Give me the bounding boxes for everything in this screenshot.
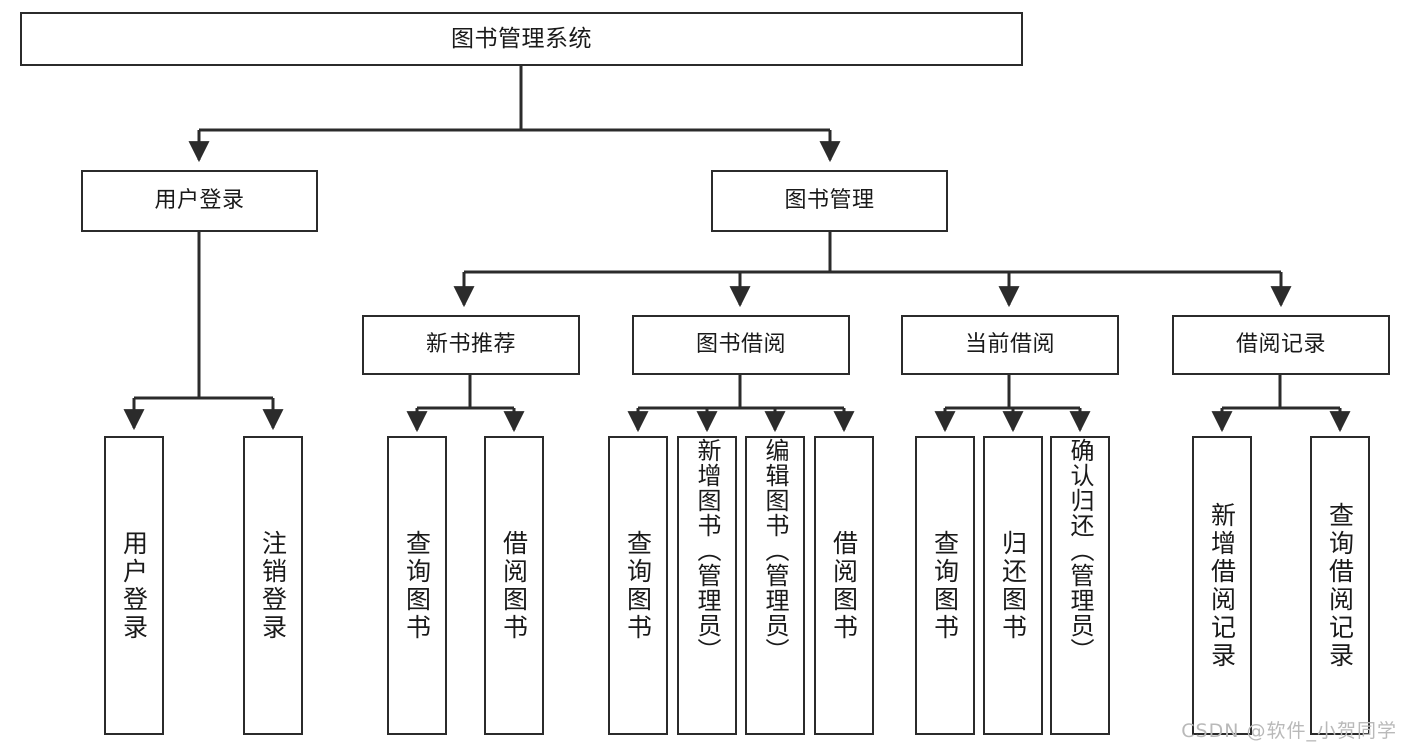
leaf-new-book-query-label: 查询图书 [402,529,432,642]
leaf-book-borrow-query[interactable]: 查询图书 [608,436,668,735]
leaf-current-borrow-return[interactable]: 归还图书 [983,436,1043,735]
node-borrow-record[interactable]: 借阅记录 [1172,315,1390,375]
watermark: CSDN @软件_小贺同学 [1181,720,1397,742]
leaf-user-login-logout[interactable]: 注销登录 [243,436,303,735]
node-book-borrow-label: 图书借阅 [695,332,786,358]
leaf-user-login-login-label: 用户登录 [119,529,149,642]
node-borrow-record-label: 借阅记录 [1235,332,1326,358]
leaf-book-borrow-add[interactable]: 新增图书（管理员） [677,436,737,735]
node-current-borrow[interactable]: 当前借阅 [901,315,1119,375]
leaf-book-borrow-borrow-label: 借阅图书 [829,529,859,642]
leaf-borrow-record-query[interactable]: 查询借阅记录 [1310,436,1370,735]
leaf-user-login-login[interactable]: 用户登录 [104,436,164,735]
node-new-book-recommend-label: 新书推荐 [425,332,516,358]
node-book-borrow[interactable]: 图书借阅 [632,315,850,375]
leaf-current-borrow-confirm-return-label: 确认归还（管理员） [1066,438,1094,663]
leaf-borrow-record-query-label: 查询借阅记录 [1325,501,1355,670]
leaf-book-borrow-add-label: 新增图书（管理员） [693,438,721,663]
node-user-login[interactable]: 用户登录 [81,170,318,232]
leaf-borrow-record-add-label: 新增借阅记录 [1207,501,1237,670]
leaf-current-borrow-confirm-return[interactable]: 确认归还（管理员） [1050,436,1110,735]
node-new-book-recommend[interactable]: 新书推荐 [362,315,580,375]
leaf-book-borrow-borrow[interactable]: 借阅图书 [814,436,874,735]
leaf-current-borrow-query-label: 查询图书 [930,529,960,642]
node-root[interactable]: 图书管理系统 [20,12,1023,66]
node-book-management-label: 图书管理 [784,188,875,214]
node-book-management[interactable]: 图书管理 [711,170,948,232]
leaf-current-borrow-return-label: 归还图书 [998,529,1028,642]
leaf-current-borrow-query[interactable]: 查询图书 [915,436,975,735]
node-user-login-label: 用户登录 [154,188,245,214]
leaf-new-book-borrow[interactable]: 借阅图书 [484,436,544,735]
leaf-book-borrow-edit-label: 编辑图书（管理员） [761,438,789,663]
leaf-new-book-borrow-label: 借阅图书 [499,529,529,642]
leaf-book-borrow-edit[interactable]: 编辑图书（管理员） [745,436,805,735]
leaf-borrow-record-add[interactable]: 新增借阅记录 [1192,436,1252,735]
leaf-book-borrow-query-label: 查询图书 [623,529,653,642]
node-current-borrow-label: 当前借阅 [964,332,1055,358]
leaf-user-login-logout-label: 注销登录 [258,529,288,642]
node-root-label: 图书管理系统 [451,25,592,52]
leaf-new-book-query[interactable]: 查询图书 [387,436,447,735]
